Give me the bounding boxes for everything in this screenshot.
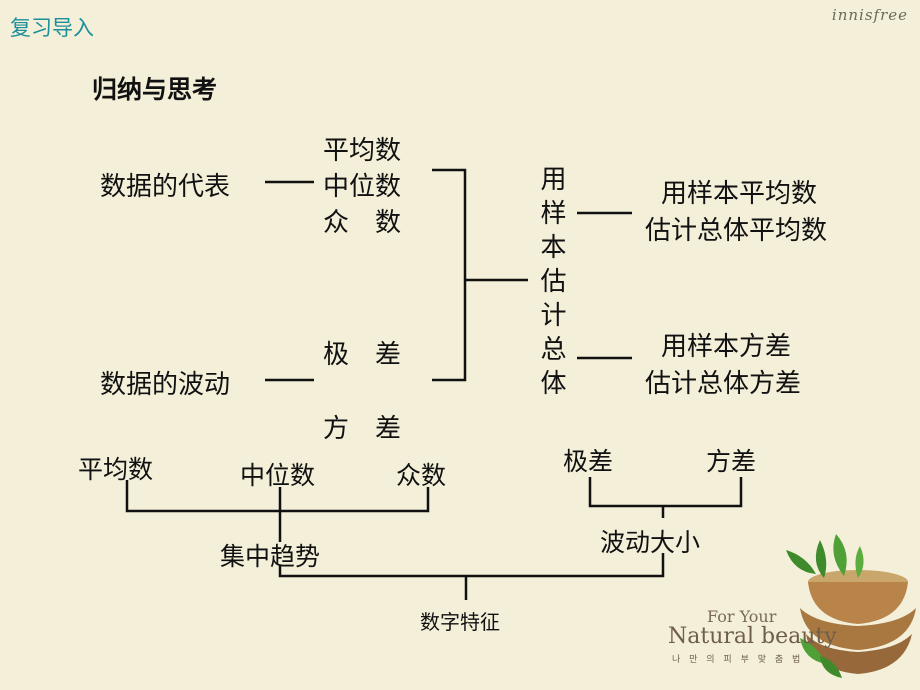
tree-range-label: 极差 bbox=[563, 447, 614, 476]
variance-label: 方 差 bbox=[323, 414, 402, 444]
mode-label: 众 数 bbox=[323, 208, 402, 238]
sample-variance-line1: 用样本方差 bbox=[661, 332, 792, 362]
tree-mode-label: 众数 bbox=[396, 461, 447, 490]
median-label: 中位数 bbox=[323, 172, 402, 202]
tree-variance-label: 方差 bbox=[706, 447, 757, 476]
sample-estimate-population-label: 用样本估计总体 bbox=[536, 165, 566, 403]
central-tendency-label: 集中趋势 bbox=[220, 542, 321, 571]
bowls-illustration bbox=[786, 534, 916, 678]
section-title: 归纳与思考 bbox=[92, 75, 218, 104]
slogan-line1: For Your bbox=[707, 607, 777, 626]
range-label: 极 差 bbox=[323, 340, 402, 370]
sample-mean-line1: 用样本平均数 bbox=[661, 179, 818, 209]
sample-mean-line2: 估计总体平均数 bbox=[645, 216, 828, 246]
numeric-features-label: 数字特征 bbox=[420, 610, 500, 634]
mean-label: 平均数 bbox=[323, 136, 402, 166]
slogan-line3: 나 만 의 피 부 맞 춤 법 bbox=[672, 655, 804, 665]
sample-variance-line2: 估计总体方差 bbox=[645, 369, 802, 399]
data-fluctuation-label: 数据的波动 bbox=[100, 370, 231, 400]
slide-header-title: 复习导入 bbox=[10, 16, 94, 40]
tree-mean-label: 平均数 bbox=[78, 455, 154, 484]
brand-logo: innisfree bbox=[831, 6, 908, 24]
slogan-line2: Natural beauty bbox=[668, 624, 837, 649]
data-representative-label: 数据的代表 bbox=[100, 172, 231, 202]
fluctuation-size-label: 波动大小 bbox=[600, 528, 701, 557]
tree-median-label: 中位数 bbox=[240, 461, 316, 490]
